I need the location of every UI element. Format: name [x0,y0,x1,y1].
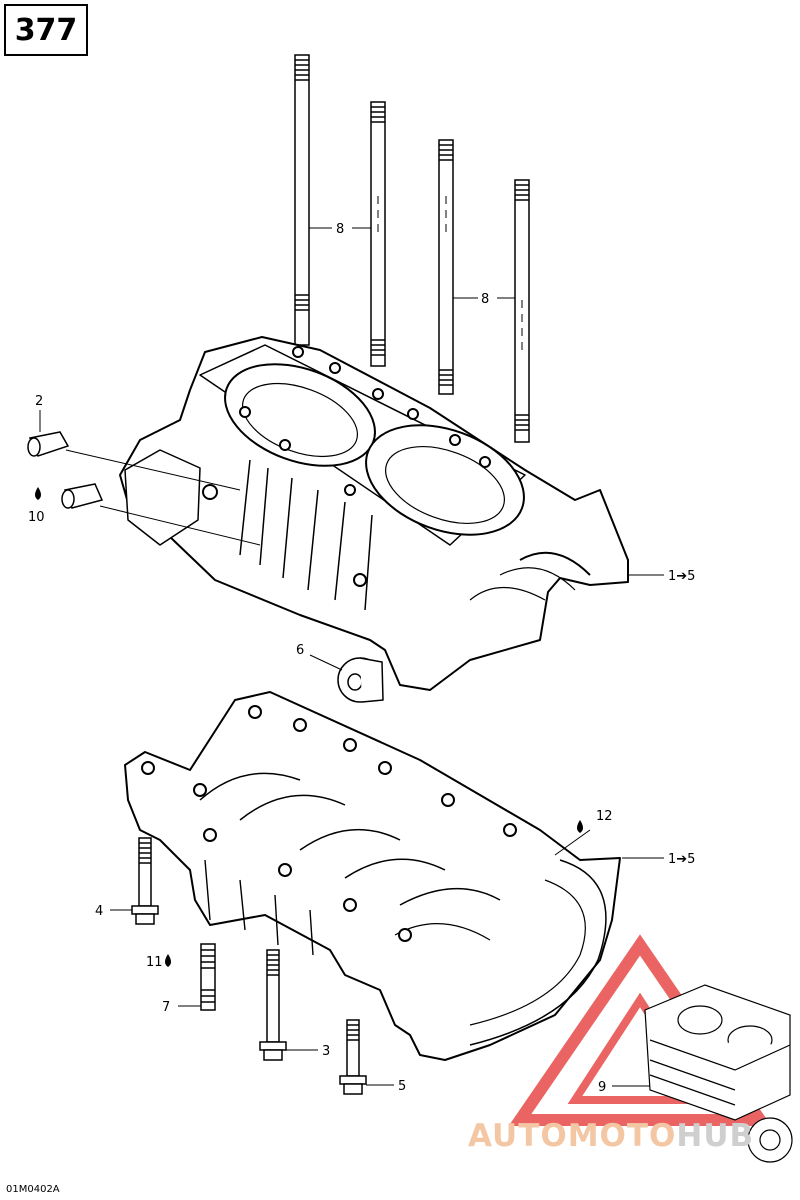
callout-6: 6 [296,643,304,658]
watermark-part1: AUTOMOTO [468,1118,677,1154]
long-studs [294,54,530,443]
callout-7: 7 [162,1000,170,1015]
stud-3 [438,139,454,395]
callout-8a: 8 [336,222,344,237]
oil-drop-icon [577,820,583,833]
plugs [27,431,104,509]
callout-1-5b: 1➔5 [668,852,695,867]
callout-5: 5 [398,1079,406,1094]
lower-fasteners [131,837,367,1095]
page-number: 377 [14,12,78,48]
page-number-box: 377 [4,4,88,56]
oil-drop-icon [165,954,171,967]
oil-drop-icon [35,487,41,500]
callout-8b: 8 [481,292,489,307]
bolt-3 [259,949,287,1061]
callout-4: 4 [95,904,103,919]
stud-2 [370,101,386,367]
callout-9: 9 [598,1080,606,1095]
seal [337,657,384,703]
bolt-5 [339,1019,367,1095]
stud-7 [200,943,216,1011]
reference-code: 01M0402A [6,1184,60,1195]
upper-crankcase [119,336,629,691]
callout-1-5a: 1➔5 [668,569,695,584]
oil-drop-icons [35,487,583,967]
stud-4 [514,179,530,443]
stud-1 [294,54,310,346]
callout-3: 3 [322,1044,330,1059]
leader-lines [39,196,664,1087]
engine-thumbnail [644,984,793,1163]
watermark-text: AUTOMOTOHUB [468,1118,754,1154]
lower-crankcase [124,691,621,1061]
callout-labels: 8 8 2 10 1➔5 6 12 1➔5 4 11 7 3 5 9 [28,222,695,1095]
callout-10: 10 [28,510,45,525]
callout-12: 12 [596,809,613,824]
callout-11: 11 [146,955,163,970]
watermark-part2: HUB [676,1118,755,1154]
bolt-4 [131,837,159,925]
callout-2: 2 [35,394,43,409]
